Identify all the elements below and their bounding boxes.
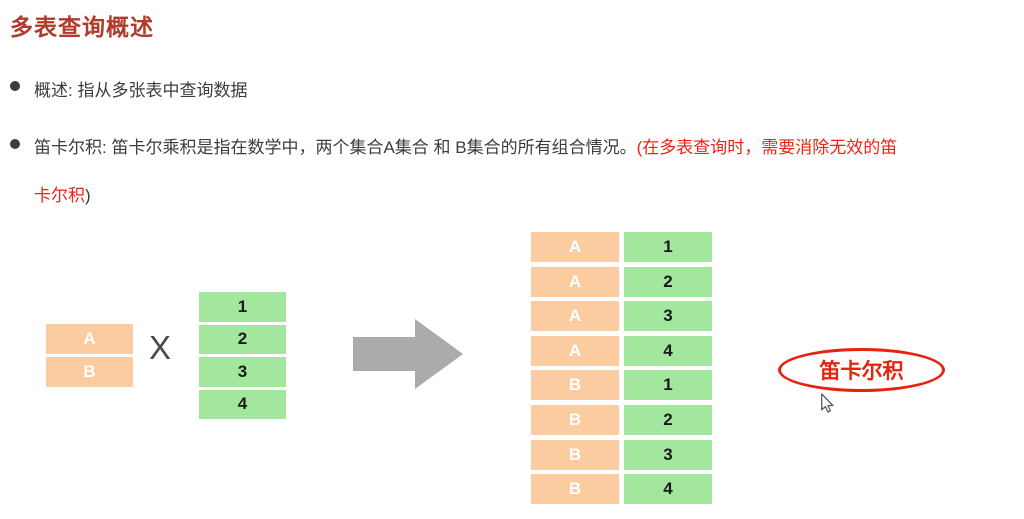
result-cell-number: 4 — [624, 335, 712, 366]
table-cell-2: 2 — [199, 324, 286, 354]
result-cell-number: 4 — [624, 474, 712, 505]
result-cell-letter: A — [531, 301, 619, 332]
result-cell-letter: A — [531, 266, 619, 297]
table-cell-3: 3 — [199, 357, 286, 387]
result-cell-letter: B — [531, 370, 619, 401]
cartesian-warning-text-end: 卡尔积 — [34, 186, 85, 205]
cartesian-close-paren: ) — [85, 186, 91, 205]
table-cell-1: 1 — [199, 292, 286, 322]
cartesian-callout-ellipse: 笛卡尔积 — [778, 348, 945, 392]
result-table-letter-column: A A A A B B B B — [531, 232, 619, 505]
table-cell-a: A — [46, 324, 133, 354]
table-cell-b: B — [46, 357, 133, 387]
right-arrow-icon — [353, 319, 463, 389]
result-cell-number: 2 — [624, 404, 712, 435]
bullet-item-overview: 概述: 指从多张表中查询数据 — [34, 76, 247, 101]
bullet-item-cartesian-line1: 笛卡尔积: 笛卡尔乘积是指在数学中，两个集合A集合 和 B集合的所有组合情况。(… — [34, 133, 897, 158]
multiply-operator: X — [149, 329, 172, 366]
mouse-cursor-icon — [821, 393, 834, 413]
result-cell-number: 2 — [624, 266, 712, 297]
bullet-dot — [10, 139, 20, 149]
table-cell-4: 4 — [199, 389, 286, 419]
result-cell-number: 3 — [624, 439, 712, 470]
result-cell-letter: B — [531, 474, 619, 505]
cartesian-callout-label: 笛卡尔积 — [819, 360, 904, 383]
result-cell-letter: A — [531, 232, 619, 262]
letters-table: A B — [46, 324, 133, 387]
result-cell-letter: B — [531, 439, 619, 470]
result-cell-letter: A — [531, 335, 619, 366]
result-cell-number: 1 — [624, 370, 712, 401]
page-title: 多表查询概述 — [10, 14, 154, 40]
result-cell-letter: B — [531, 404, 619, 435]
cartesian-warning-text-start: (在多表查询时，需要消除无效的笛 — [636, 138, 898, 157]
result-cell-number: 3 — [624, 301, 712, 332]
result-cell-number: 1 — [624, 232, 712, 262]
overview-text: 概述: 指从多张表中查询数据 — [34, 81, 248, 100]
bullet-dot — [10, 81, 20, 91]
bullet-item-cartesian-line2: 卡尔积) — [34, 181, 91, 206]
numbers-table: 1 2 3 4 — [199, 292, 286, 419]
result-table-number-column: 1 2 3 4 1 2 3 4 — [624, 232, 712, 505]
cartesian-definition-text: 笛卡尔积: 笛卡尔乘积是指在数学中，两个集合A集合 和 B集合的所有组合情况。 — [34, 138, 637, 157]
